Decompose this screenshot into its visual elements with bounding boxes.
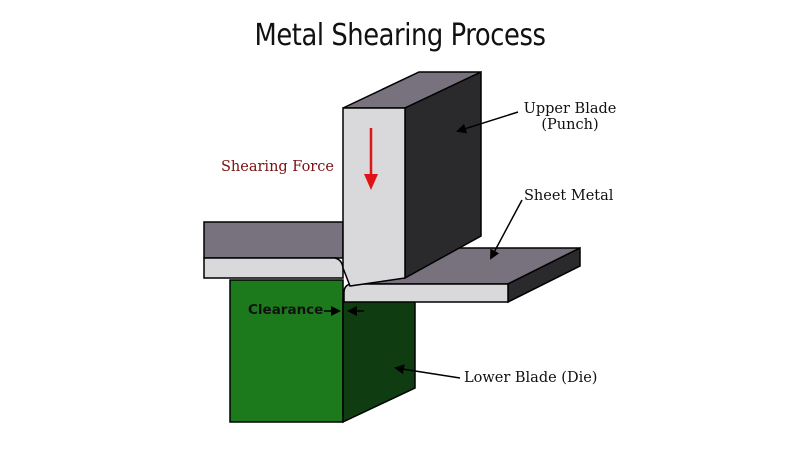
clearance-label: Clearance (248, 302, 324, 318)
upper-blade-label-line2: (Punch) (541, 117, 599, 133)
lower-blade-die (229, 279, 416, 424)
shearing-force-label: Shearing Force (221, 159, 334, 175)
blade-front-face (342, 107, 406, 287)
lower-blade-leader (394, 364, 461, 379)
die-side-face (342, 299, 416, 424)
diagram-title: Metal Shearing Process (254, 18, 546, 53)
upper-blade-label: Upper Blade (Punch) (515, 101, 625, 133)
blade-side-face (404, 70, 482, 280)
upper-blade-label-line1: Upper Blade (523, 101, 617, 117)
upper-blade-leader (456, 111, 519, 134)
sheet-metal-leader (490, 199, 523, 260)
sheet-metal-left (203, 221, 344, 279)
sheet-left-top (203, 221, 344, 259)
sheet-right-edge (343, 283, 509, 303)
upper-blade-punch (342, 70, 482, 287)
shearing-force-arrow (364, 128, 378, 190)
sheet-left-edge (203, 257, 344, 279)
sheet-metal-label: Sheet Metal (524, 188, 614, 204)
lower-blade-label: Lower Blade (Die) (464, 370, 598, 386)
